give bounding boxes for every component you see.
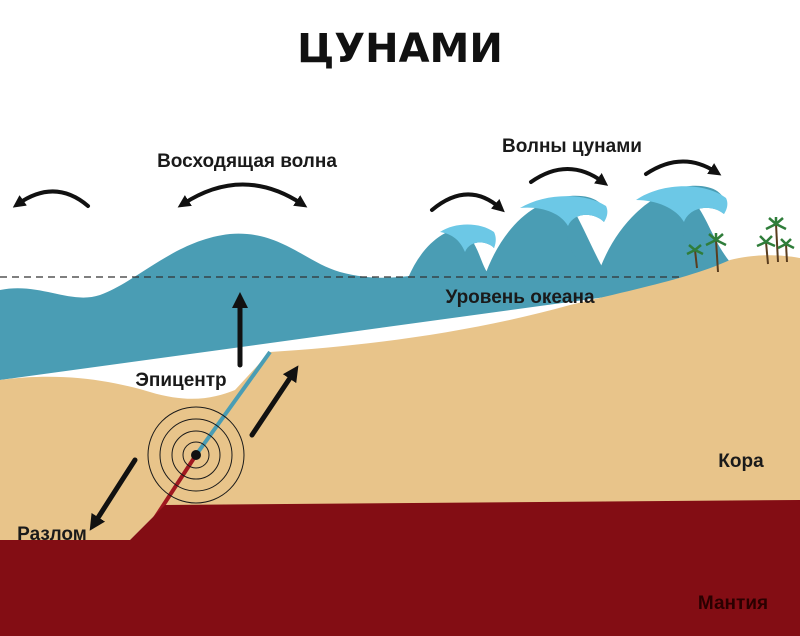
ocean-level-label: Уровень океана: [445, 287, 594, 308]
epicenter-label: Эпицентр: [135, 370, 226, 391]
curved-arrow-icon: [12, 189, 90, 208]
fault-line-upper: [194, 350, 272, 457]
tsunami-waves-label: Волны цунами: [502, 136, 642, 157]
curved-arrow-icon: [529, 167, 609, 186]
palm-tree-icon: [777, 238, 795, 263]
fault-label: Разлом: [17, 524, 87, 545]
arrow-down-left-icon: [89, 457, 138, 531]
wave-motion-arrows: [12, 159, 722, 213]
diagram-title: ЦУНАМИ: [297, 26, 503, 72]
palm-tree-icon: [756, 235, 776, 265]
arrows: [89, 291, 299, 531]
crust: [0, 255, 800, 540]
tsunami-waves: [408, 185, 728, 280]
palm-trees: [686, 217, 795, 273]
palm-tree-icon: [705, 233, 727, 273]
palm-tree-icon: [765, 217, 787, 263]
double-curved-arrow-icon: [177, 182, 308, 208]
crust-label: Кора: [718, 451, 764, 472]
palm-tree-icon: [686, 244, 704, 269]
wave-crest-highlight: [440, 224, 496, 252]
mantle-label: Мантия: [698, 593, 768, 614]
wave-crest-highlight: [636, 186, 728, 222]
mantle: [0, 500, 800, 636]
curved-arrow-icon: [430, 192, 505, 213]
seismic-rings: [147, 406, 245, 504]
arrow-up-right-icon: [249, 365, 299, 438]
rising-wave-label: Восходящая волна: [157, 151, 337, 172]
epicenter-point: [191, 450, 201, 460]
curved-arrow-icon: [644, 159, 722, 176]
wave-crest-highlight: [520, 196, 608, 226]
